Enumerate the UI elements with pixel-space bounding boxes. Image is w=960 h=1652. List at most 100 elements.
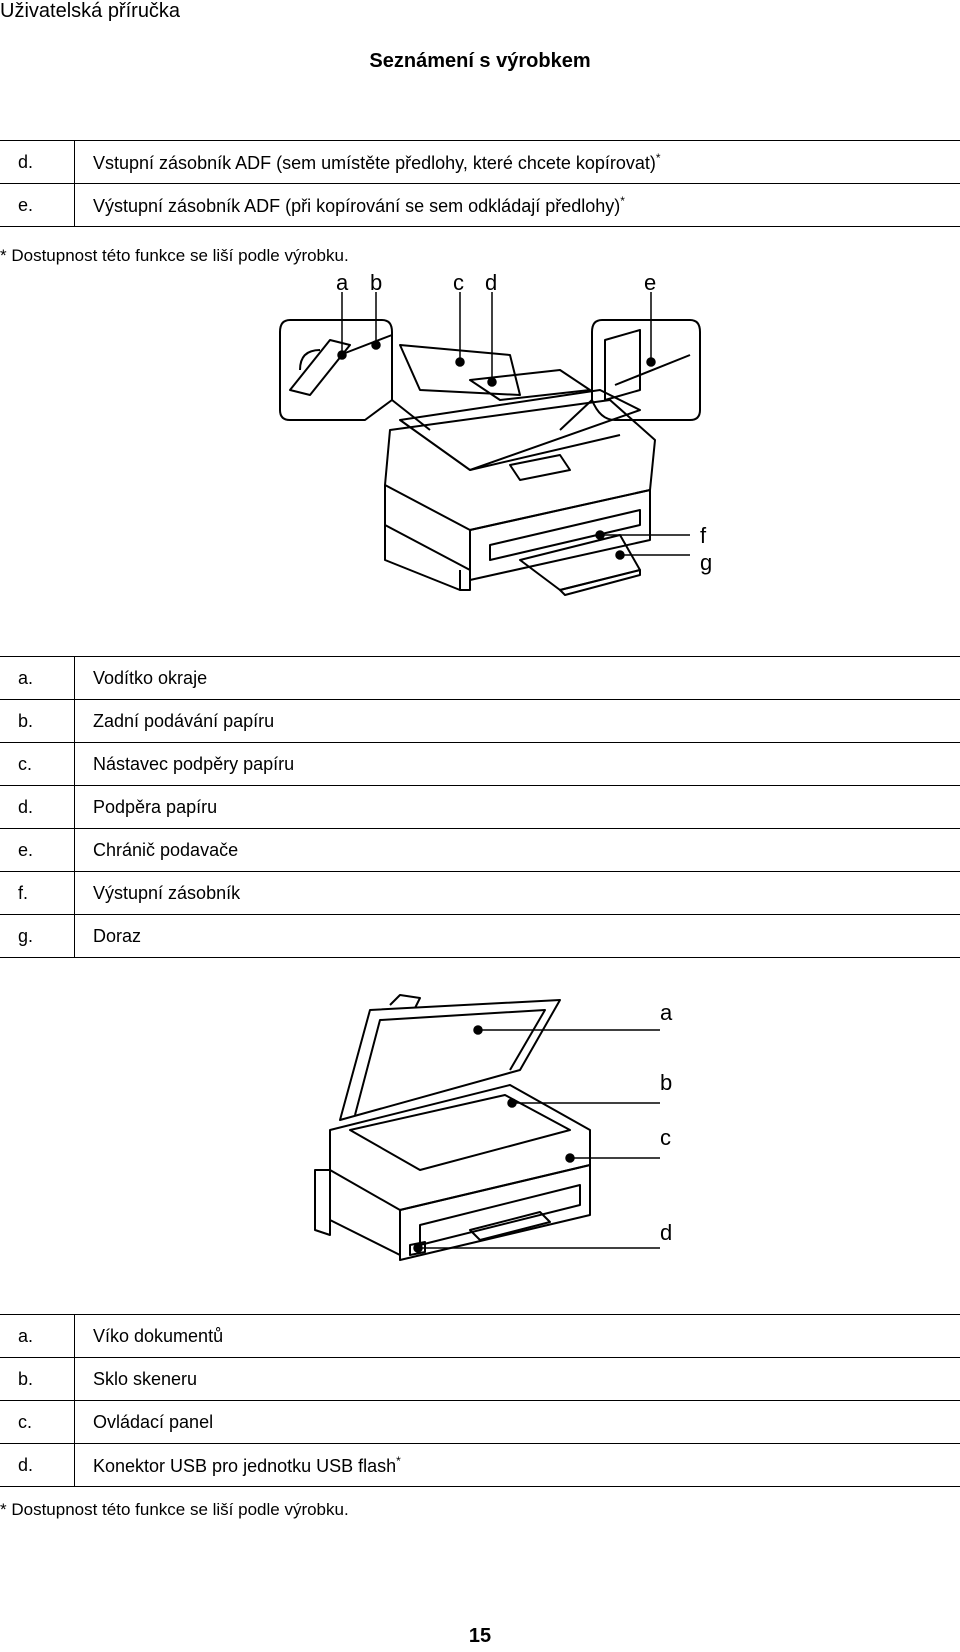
- printer-bottom-left: [384, 525, 461, 591]
- document-cover-inner: [354, 1009, 546, 1116]
- printer-parts-table: a. Vodítko okraje b. Zadní podávání papíru…: [0, 656, 960, 958]
- table-row: g. Doraz: [0, 914, 960, 958]
- table-row: a. Vodítko okraje: [0, 656, 960, 700]
- item-letter: g.: [0, 914, 75, 958]
- item-letter: e.: [0, 828, 75, 872]
- item-letter: d.: [0, 785, 75, 829]
- inset-left-rear-feed: [339, 334, 393, 356]
- callout-label: d: [485, 270, 497, 295]
- item-letter: f.: [0, 871, 75, 915]
- printer-side-panel: [314, 1169, 331, 1236]
- callout-dot: [565, 1153, 575, 1163]
- callout-label: e: [644, 270, 656, 295]
- inset-left-frame: [279, 319, 393, 421]
- output-tray: [469, 1211, 551, 1241]
- callout-label: b: [660, 1070, 672, 1095]
- footnote-availability: * Dostupnost této funkce se liší podle v…: [0, 1500, 349, 1519]
- table-row: d. Vstupní zásobník ADF (sem umístěte př…: [0, 140, 960, 184]
- callout-label: f: [700, 523, 707, 548]
- callout-label: a: [336, 270, 349, 295]
- callout-dot: [646, 357, 656, 367]
- item-text: Výstupní zásobník ADF (při kopírování se…: [93, 193, 625, 216]
- scanner-parts-table: a.Víko dokumentů b. Sklo skeneru c.Ovláda…: [0, 1314, 960, 1487]
- item-text: Konektor USB pro jednotku USB flash*: [93, 1453, 401, 1476]
- printer-base: [459, 570, 471, 591]
- cover-handle: [389, 994, 421, 1009]
- footnote-availability: * Dostupnost této funkce se liší podle v…: [0, 246, 349, 265]
- inset-left-detail: [299, 349, 321, 371]
- item-text: Zadní podávání papíru: [93, 710, 275, 731]
- callout-label: d: [660, 1220, 672, 1245]
- output-slot: [489, 509, 641, 561]
- printer-front: [399, 1164, 591, 1261]
- table-row: a.Víko dokumentů: [0, 1314, 960, 1358]
- output-tray-shape: [519, 534, 641, 591]
- item-letter: b.: [0, 1357, 75, 1401]
- item-letter: a.: [0, 656, 75, 700]
- footnote-mark: *: [396, 1453, 401, 1468]
- table-row: c.Ovládací panel: [0, 1400, 960, 1444]
- adf-cover-line: [469, 434, 621, 471]
- page-number: 15: [468, 1625, 492, 1647]
- section-title: Seznámení s výrobkem: [369, 50, 591, 72]
- callout-dot: [615, 550, 625, 560]
- item-text: Vodítko okraje: [93, 667, 208, 688]
- inset-right-detail: [614, 354, 691, 386]
- item-text: Nástavec podpěry papíru: [93, 753, 295, 774]
- callout-dot: [507, 1098, 517, 1108]
- table-row: b. Sklo skeneru: [0, 1357, 960, 1401]
- callout-dot: [337, 350, 347, 360]
- footnote-mark: *: [620, 193, 625, 208]
- item-letter: e.: [0, 183, 75, 227]
- table-row: e. Chránič podavače: [0, 828, 960, 872]
- inset-right-pointer: [559, 399, 593, 431]
- callout-label: c: [453, 270, 464, 295]
- table-row: b. Zadní podávání papíru: [0, 699, 960, 743]
- inset-right-feeder-guard: [604, 329, 641, 401]
- table-row: e. Výstupní zásobník ADF (při kopírování…: [0, 183, 960, 227]
- usb-port-shape: [409, 1241, 426, 1256]
- output-stopper-shape: [559, 569, 641, 596]
- item-letter: b.: [0, 699, 75, 743]
- callout-label: b: [370, 270, 382, 295]
- table-row: d. Podpěra papíru: [0, 785, 960, 829]
- callout-label: g: [700, 550, 712, 575]
- printer-left-side: [384, 485, 471, 571]
- callout-dot: [413, 1243, 423, 1253]
- item-text: Víko dokumentů: [93, 1325, 224, 1346]
- item-text: Sklo skeneru: [93, 1368, 198, 1389]
- document-header-title: Uživatelská příručka: [0, 0, 181, 22]
- adf-table: d. Vstupní zásobník ADF (sem umístěte př…: [0, 140, 960, 227]
- item-letter: c.: [0, 742, 75, 786]
- table-row: f. Výstupní zásobník: [0, 871, 960, 915]
- printer-diagram-scanner: a b c d: [314, 994, 673, 1261]
- paper-support-extension: [469, 369, 591, 401]
- item-text: Výstupní zásobník: [93, 882, 241, 903]
- callout-dot: [371, 340, 381, 350]
- inset-right-frame: [591, 319, 701, 421]
- callout-dot: [455, 357, 465, 367]
- item-letter: d.: [0, 140, 75, 184]
- paper-support: [399, 344, 521, 396]
- item-letter: d.: [0, 1443, 75, 1487]
- adf-output-tray: [509, 454, 571, 481]
- item-text: Podpěra papíru: [93, 796, 218, 817]
- callout-dot: [473, 1025, 483, 1035]
- printer-diagram-front: a b c d e f g: [279, 270, 712, 596]
- table-row: d. Konektor USB pro jednotku USB flash*: [0, 1443, 960, 1487]
- table-row: c. Nástavec podpěry papíru: [0, 742, 960, 786]
- output-slot: [419, 1184, 581, 1246]
- scanner-glass-shape: [349, 1094, 571, 1171]
- printer-front-panel: [469, 489, 651, 581]
- printer-left-side: [329, 1170, 401, 1256]
- inset-left-edge-guide: [289, 339, 351, 396]
- item-text: Chránič podavače: [93, 839, 239, 860]
- callout-dot: [487, 377, 497, 387]
- callout-label: c: [660, 1125, 671, 1150]
- callout-label: a: [660, 1000, 673, 1025]
- adf-input-tray: [399, 389, 641, 471]
- footnote-mark: *: [655, 150, 661, 165]
- item-text: Vstupní zásobník ADF (sem umístěte předl…: [93, 150, 661, 173]
- item-text: Doraz: [93, 925, 142, 946]
- callout-dot: [595, 530, 605, 540]
